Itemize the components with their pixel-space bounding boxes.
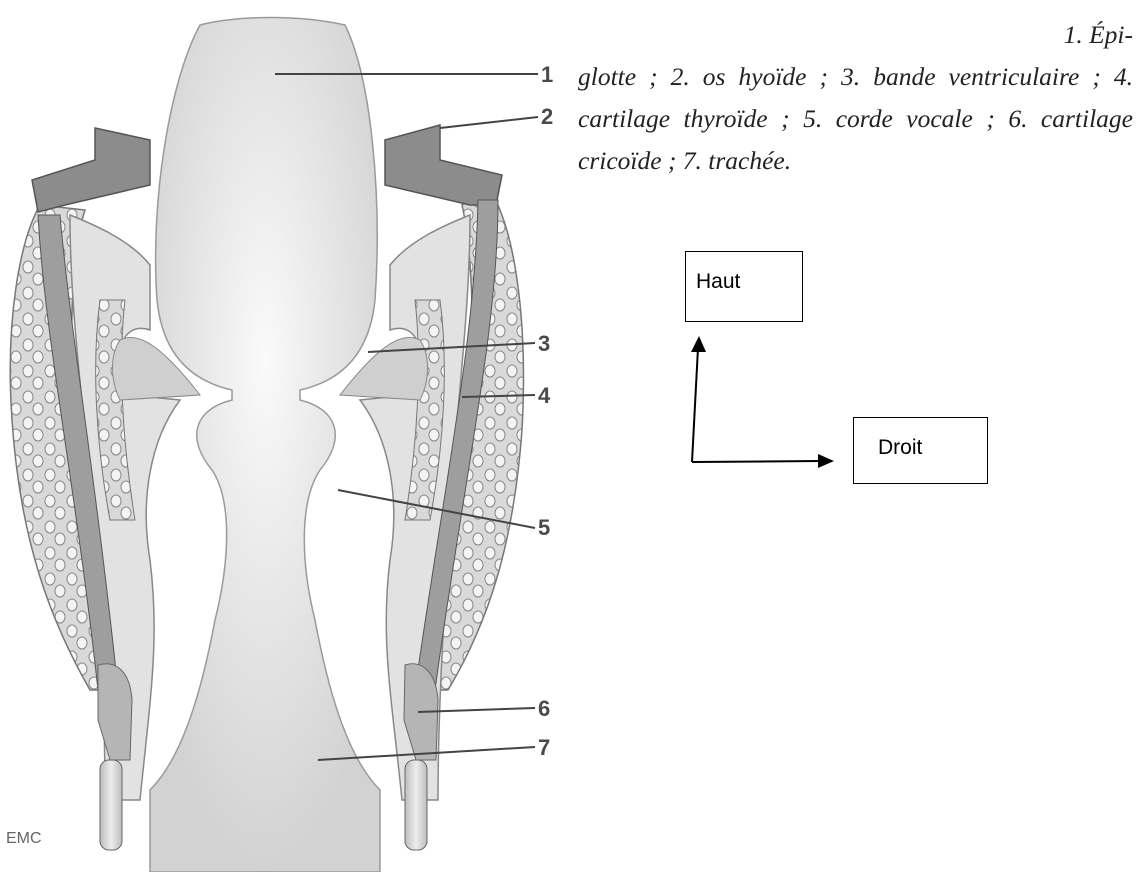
right-hyoid	[385, 125, 502, 205]
arrow-up-line	[692, 348, 698, 462]
airway-lumen	[150, 18, 380, 872]
right-direction-box: Droit	[853, 417, 988, 484]
up-direction-box: Haut	[685, 251, 803, 322]
callout-number-2: 2	[541, 104, 553, 129]
caption-text: glotte ; 2. os hyoïde ; 3. bande ventric…	[578, 62, 1133, 175]
caption-first-line: 1. Épi-	[578, 14, 1133, 56]
right-direction-label: Droit	[878, 436, 922, 459]
callout-number-1: 1	[541, 62, 553, 87]
callout-number-6: 6	[538, 696, 550, 721]
figure-caption: 1. Épi- glotte ; 2. os hyoïde ; 3. bande…	[578, 14, 1133, 182]
arrow-right-line	[692, 461, 820, 462]
callout-number-5: 5	[538, 515, 550, 540]
callout-number-3: 3	[538, 331, 550, 356]
right-trachea-ring	[405, 760, 427, 850]
emc-logo: EMC	[6, 830, 42, 847]
orientation-arrows	[692, 348, 820, 462]
arrow-up-head	[691, 336, 706, 352]
callout-number-4: 4	[538, 383, 551, 408]
left-trachea-ring	[100, 760, 122, 850]
leader-2	[440, 117, 538, 128]
arrow-right-head	[818, 454, 834, 468]
left-hyoid	[32, 128, 150, 212]
left-cricoid	[98, 664, 132, 760]
callout-number-7: 7	[538, 735, 550, 760]
up-direction-label: Haut	[696, 270, 740, 293]
